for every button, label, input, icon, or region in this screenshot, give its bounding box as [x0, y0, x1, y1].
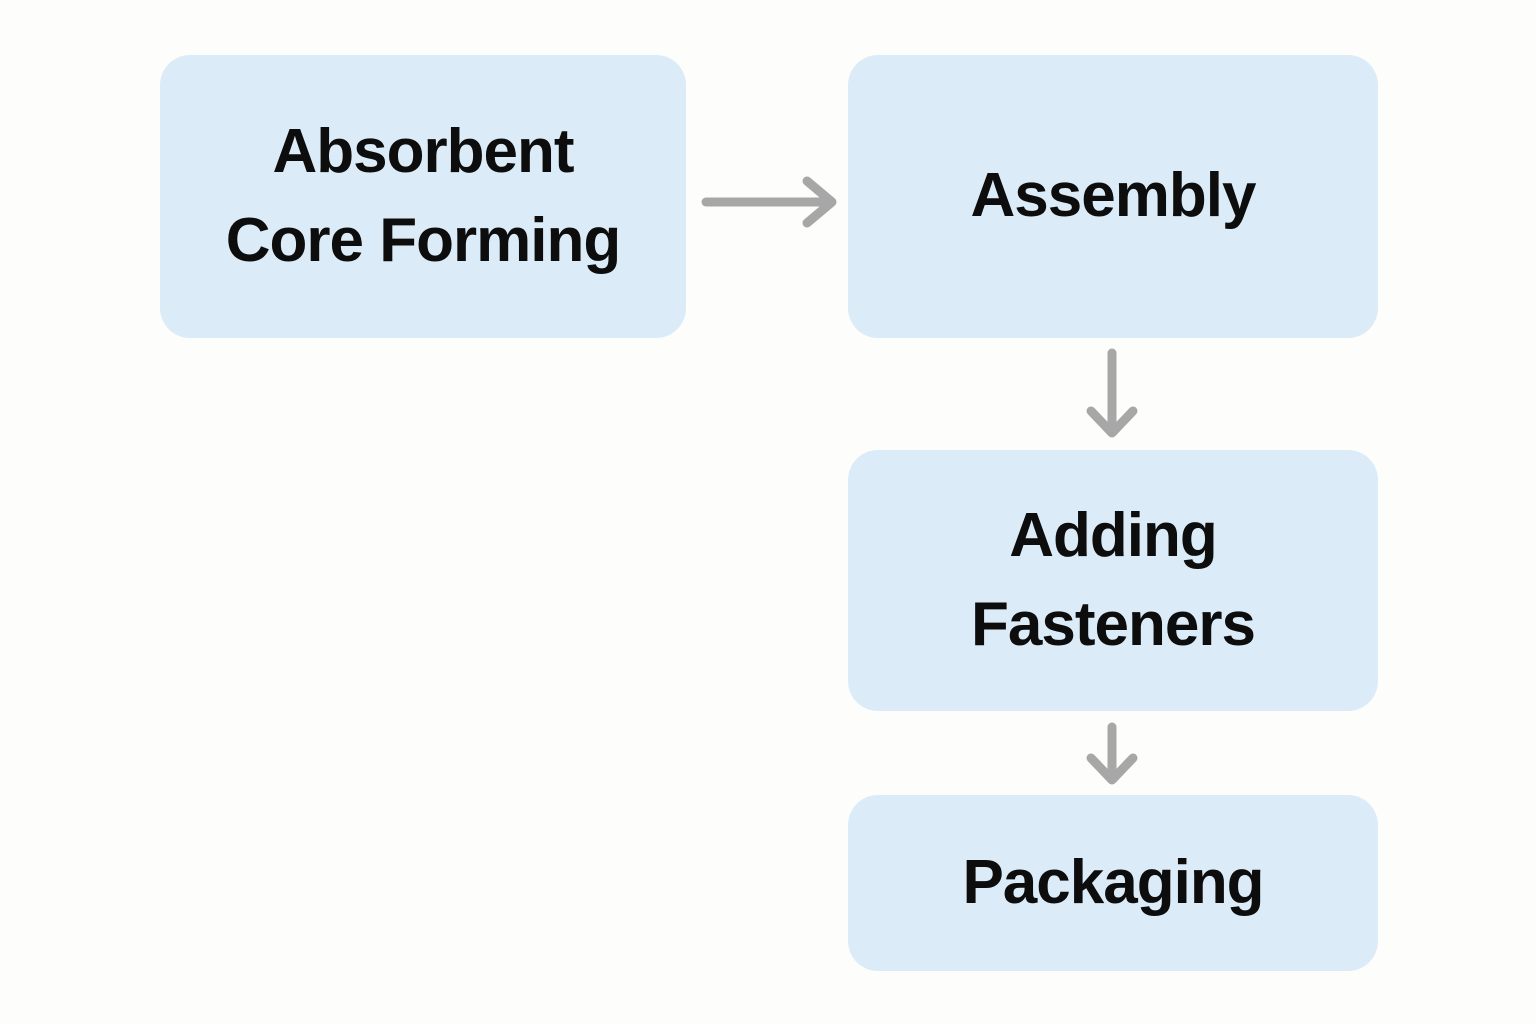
flow-node-label: Assembly	[970, 161, 1257, 231]
flow-node-label: Adding Fasteners	[971, 501, 1256, 659]
flow-node-packaging: Packaging	[848, 795, 1378, 971]
flow-node-assembly: Assembly	[848, 55, 1378, 338]
arrow-down-icon	[1086, 722, 1138, 785]
arrow-right-icon	[701, 176, 837, 228]
flow-node-label: Packaging	[962, 847, 1264, 917]
flow-node-absorbent-core-forming: Absorbent Core Forming	[160, 55, 686, 338]
flow-node-adding-fasteners: Adding Fasteners	[848, 450, 1378, 711]
arrow-down-icon	[1086, 348, 1138, 438]
flow-node-label: Absorbent Core Forming	[225, 117, 621, 275]
